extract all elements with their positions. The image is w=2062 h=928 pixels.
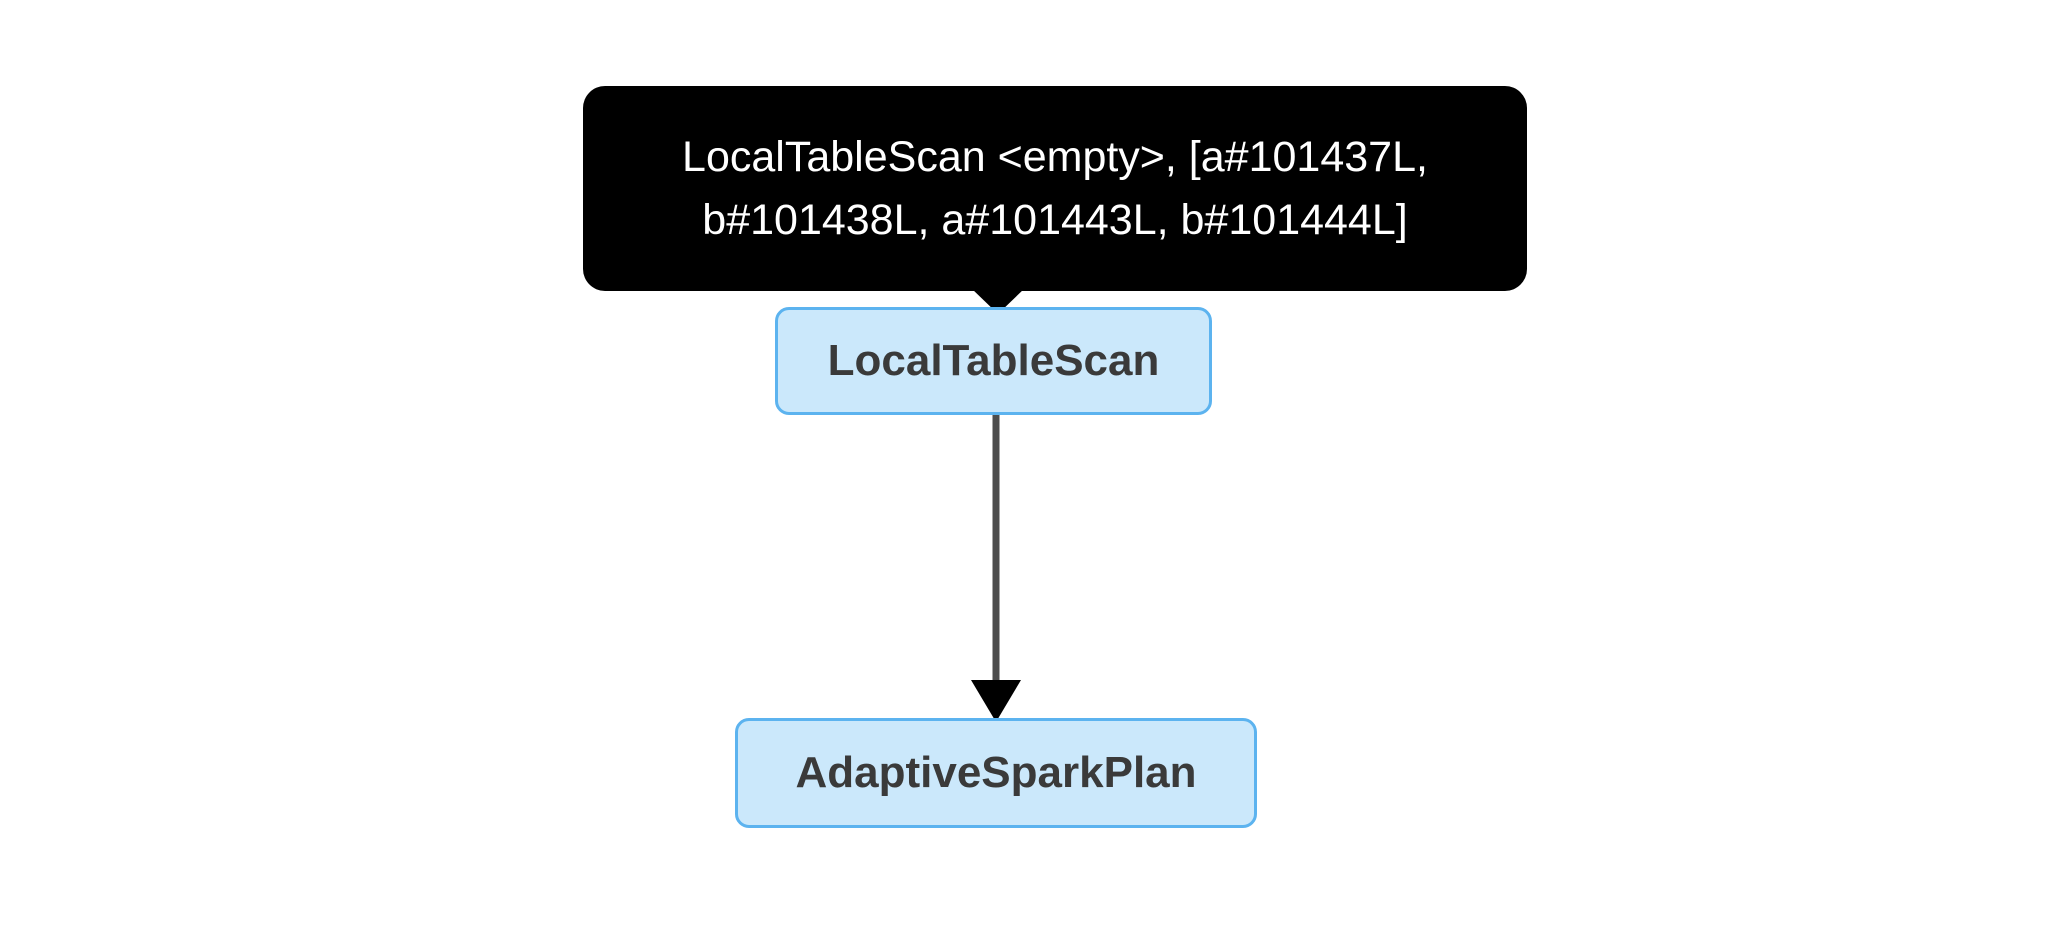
node-localtablescan-label: LocalTableScan — [827, 336, 1160, 385]
node-localtablescan[interactable]: LocalTableScan — [775, 307, 1212, 415]
tooltip-line-1: LocalTableScan <empty>, [a#101437L, — [682, 132, 1428, 181]
tooltip-line-2: b#101438L, a#101443L, b#101444L] — [702, 195, 1408, 244]
edge-localtablescan-to-adaptivesparkplan — [971, 415, 1021, 722]
node-adaptivesparkplan[interactable]: AdaptiveSparkPlan — [735, 718, 1257, 828]
node-adaptivesparkplan-label: AdaptiveSparkPlan — [795, 748, 1197, 797]
localtablescan-details-tooltip: LocalTableScan <empty>, [a#101437L, b#10… — [583, 86, 1527, 291]
